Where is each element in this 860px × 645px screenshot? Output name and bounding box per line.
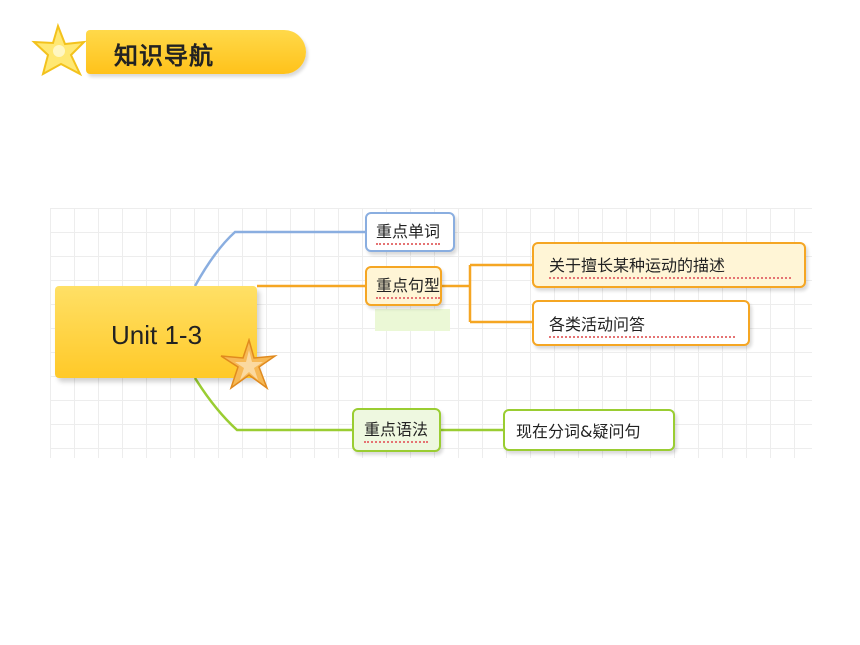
branch-key-words: 重点单词 — [365, 212, 455, 252]
root-label: Unit 1-3 — [111, 320, 203, 350]
branch-label: 重点句型 — [376, 276, 440, 299]
branch-key-sentences: 重点句型 — [365, 266, 442, 306]
leaf-node: 各类活动问答 — [532, 300, 750, 346]
placeholder-box — [375, 309, 450, 331]
leaf-label: 现在分词&疑问句 — [516, 422, 641, 441]
branch-label: 重点语法 — [364, 420, 429, 443]
branch-label: 重点单词 — [376, 222, 441, 245]
root-node: Unit 1-3 — [55, 286, 257, 378]
star-icon — [31, 22, 87, 77]
page-title: 知识导航 — [114, 42, 214, 70]
title-banner — [86, 30, 306, 74]
sparkle-star-icon — [220, 338, 278, 391]
leaf-node: 现在分词&疑问句 — [503, 409, 675, 451]
leaf-node: 关于擅长某种运动的描述 — [532, 242, 806, 288]
leaf-label: 各类活动问答 — [549, 315, 735, 338]
leaf-label: 关于擅长某种运动的描述 — [549, 256, 791, 279]
section-header: 知识导航 — [28, 22, 306, 84]
branch-key-grammar: 重点语法 — [352, 408, 441, 452]
